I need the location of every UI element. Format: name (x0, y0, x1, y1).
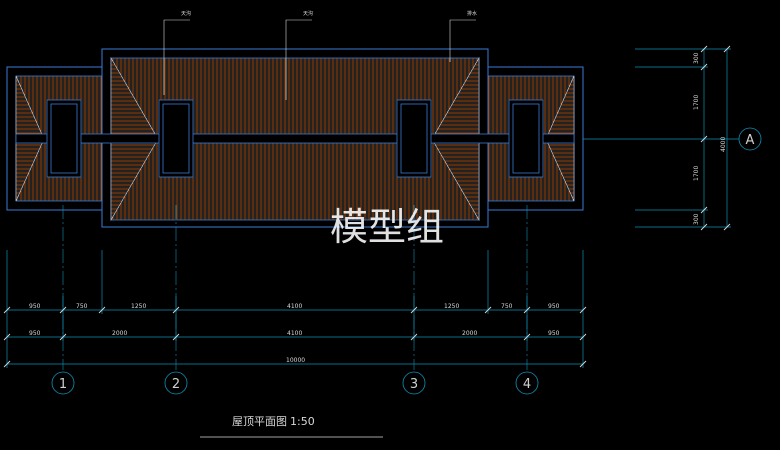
annotation-leaders (163, 19, 476, 100)
dim-row1-3: 1250 (131, 303, 146, 310)
annotation-2: 天沟 (303, 10, 313, 17)
axis-label-1: 1 (59, 377, 67, 392)
dim-row1-2: 750 (76, 303, 88, 310)
dim-row2-4: 2000 (462, 330, 477, 337)
plan-scale: 1:50 (290, 415, 315, 428)
dimension-ticks (3, 306, 587, 368)
axis-label-a: A (746, 133, 755, 148)
dim-row1-6: 750 (501, 303, 513, 310)
roof-plan (6, 48, 584, 228)
axis-bubble-a (738, 127, 762, 151)
axis-bubbles (51, 371, 539, 395)
right-dimensions (583, 48, 740, 228)
axis-label-2: 2 (172, 377, 180, 392)
right-dimension-ticks (700, 45, 731, 231)
right-dim-total: 4000 (720, 137, 727, 152)
watermark: 模型组 (330, 205, 444, 249)
dormers (46, 99, 544, 178)
axis-lines (62, 205, 528, 370)
axis-label-3: 3 (410, 377, 418, 392)
dim-row2-3: 4100 (287, 330, 302, 337)
plan-title: 屋顶平面图 (232, 415, 287, 428)
gutter-band (15, 133, 575, 144)
right-dim-4: 300 (693, 213, 700, 225)
dim-row1-1: 950 (29, 303, 41, 310)
dim-row1-5: 1250 (444, 303, 459, 310)
dim-row2-2: 2000 (112, 330, 127, 337)
annotation-1: 天沟 (181, 10, 191, 17)
right-dim-1: 300 (693, 52, 700, 64)
axis-label-4: 4 (523, 377, 531, 392)
right-dim-2: 1700 (693, 95, 700, 110)
dim-total: 10000 (286, 357, 305, 364)
right-dim-3: 1700 (693, 166, 700, 181)
bottom-dimensions (6, 250, 584, 368)
dim-row2-5: 950 (548, 330, 560, 337)
dim-row1-4: 4100 (287, 303, 302, 310)
annotation-3: 排水 (467, 10, 477, 17)
dim-row2-1: 950 (29, 330, 41, 337)
dim-row1-7: 950 (548, 303, 560, 310)
